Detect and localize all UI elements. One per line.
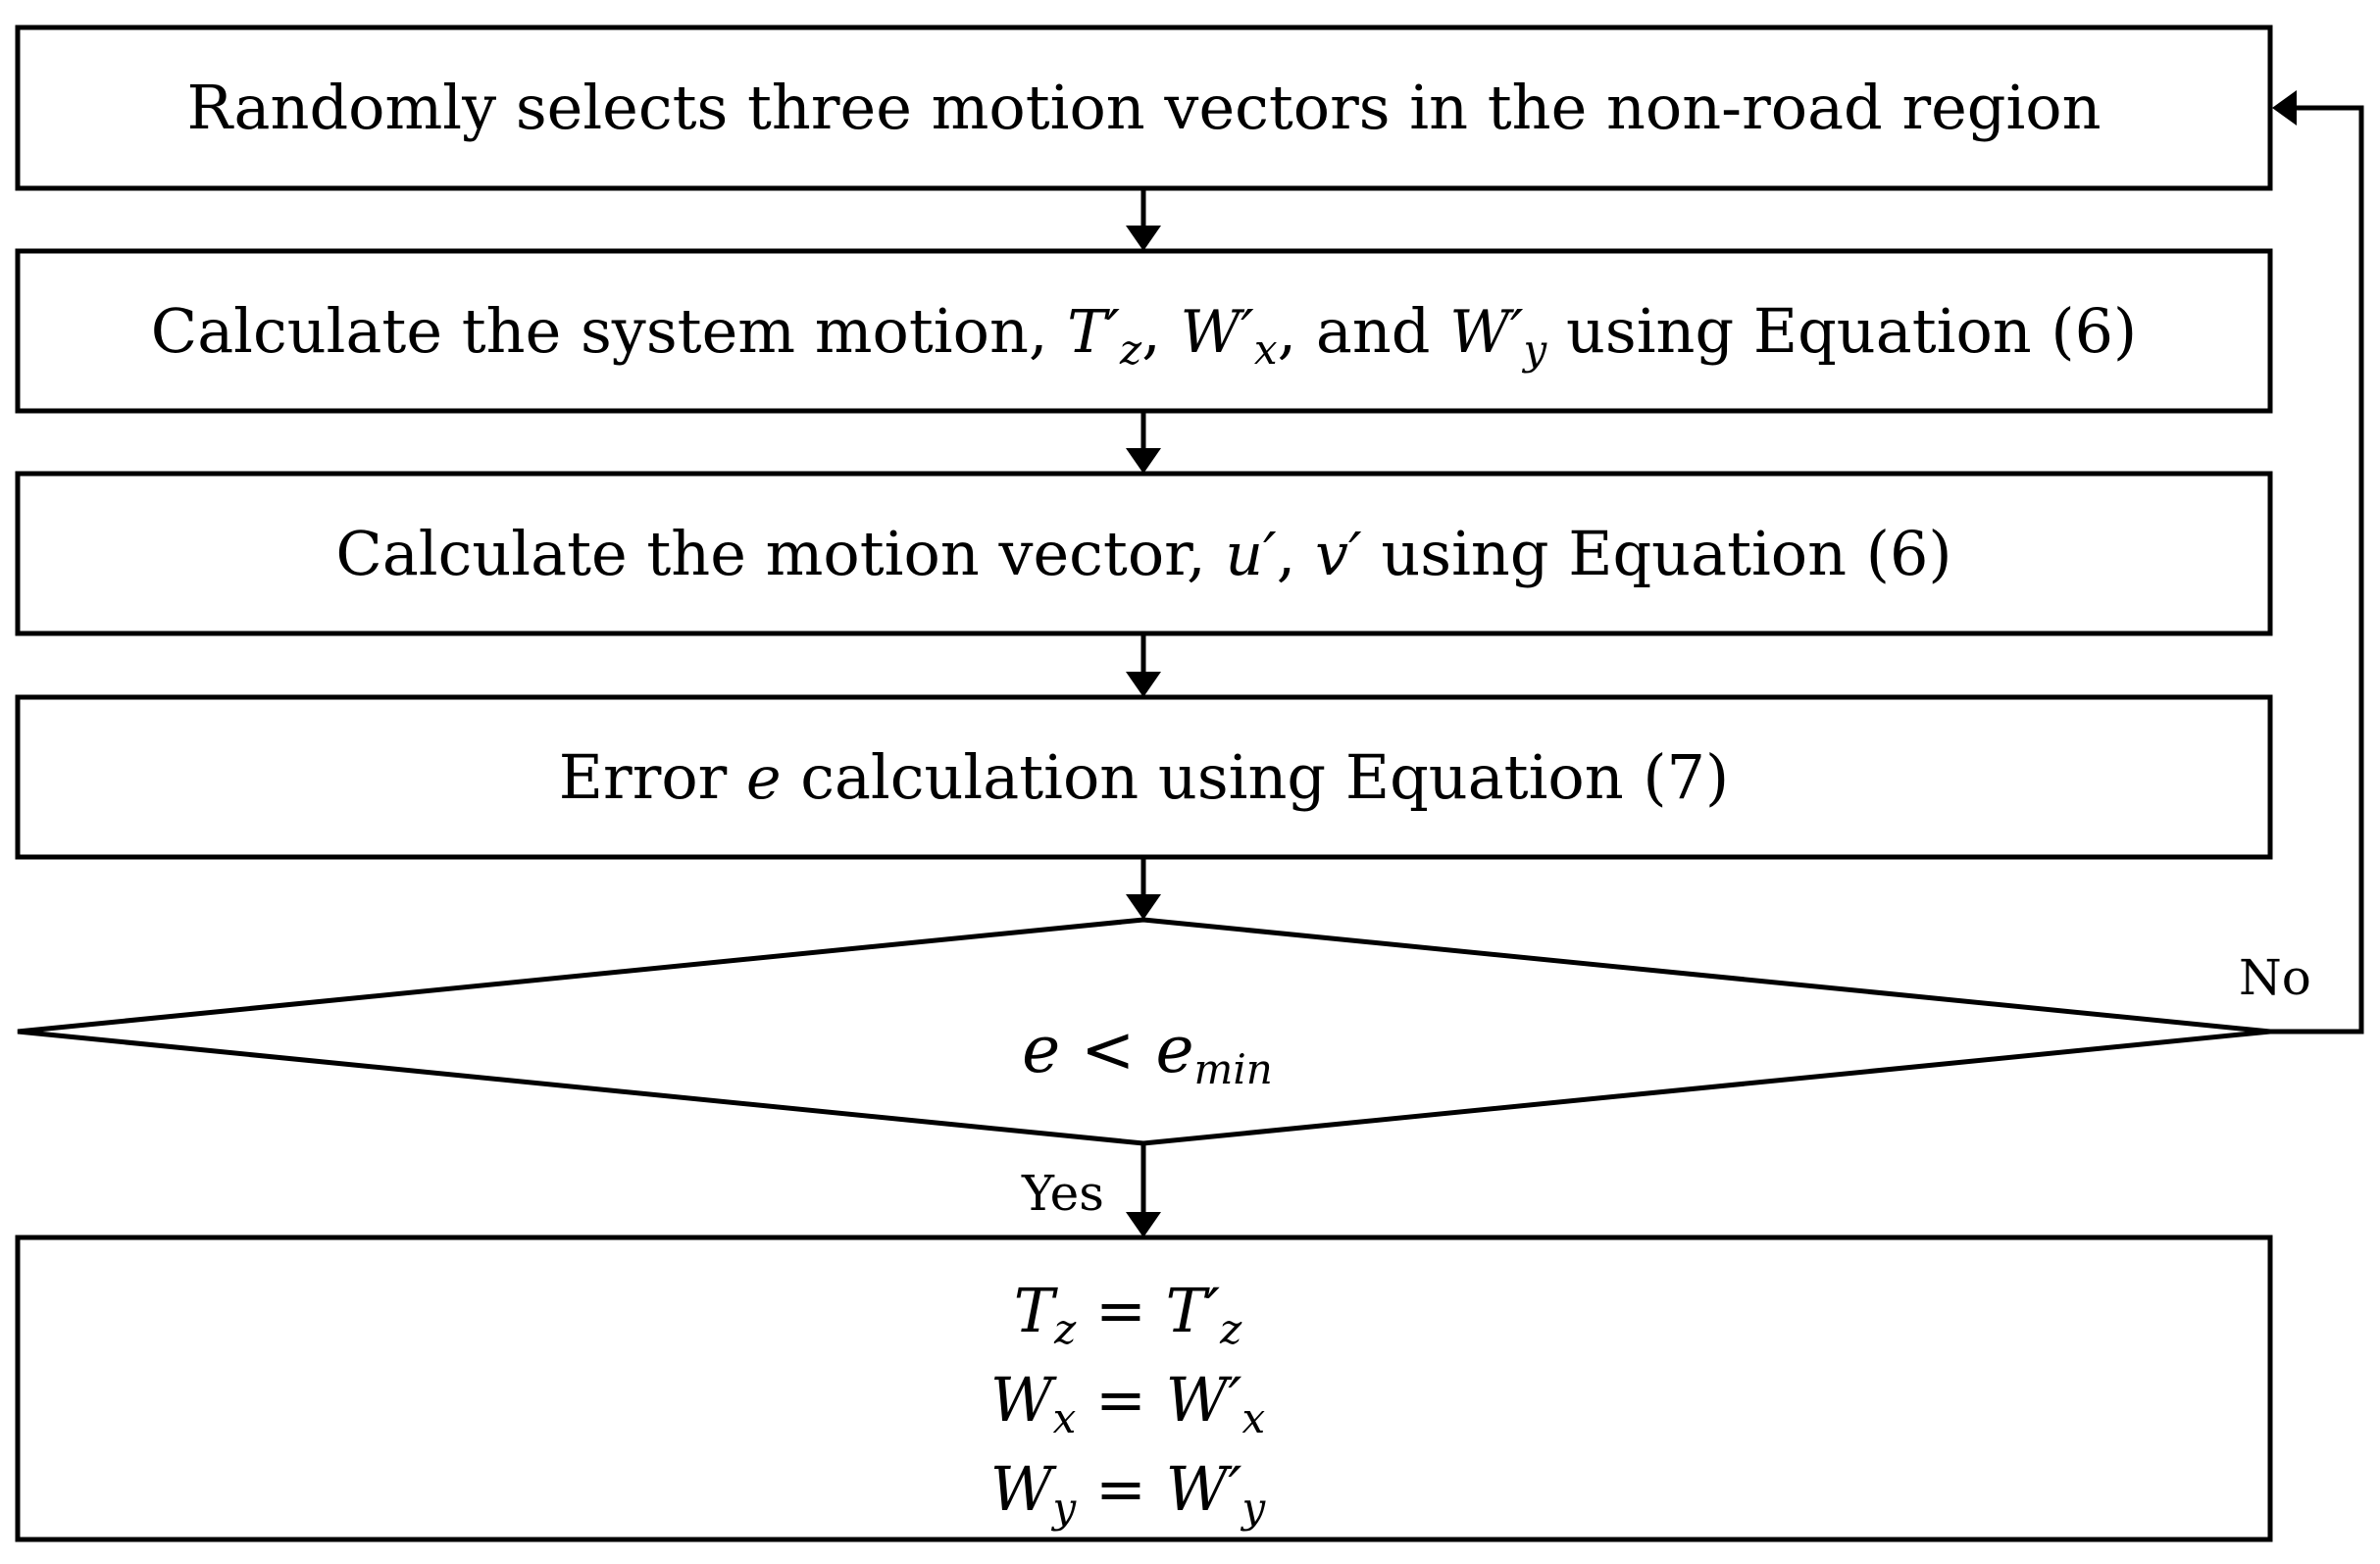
var-w-prime-y: W′y	[1449, 298, 1547, 374]
result-line-tz: Tz = T′z	[1013, 1275, 1242, 1353]
var-w-prime-x: W′x	[1180, 298, 1278, 374]
var-e: e	[746, 744, 782, 813]
result-line-wy: Wy = W′y	[989, 1453, 1266, 1532]
yes-label: Yes	[1022, 1165, 1104, 1222]
arrow-step2-to-step3	[1126, 411, 1161, 474]
step-2-label: Calculate the system motion, T′z, W′x, a…	[150, 295, 2138, 374]
step-1-label: Randomly selects three motion vectors in…	[186, 72, 2101, 143]
var-v-prime: v′	[1315, 521, 1362, 589]
step-4-label: Error e calculation using Equation (7)	[558, 741, 1730, 813]
no-label: No	[2239, 949, 2311, 1006]
arrow-step1-to-step2	[1126, 188, 1161, 251]
decision-condition: e < emin	[1022, 1012, 1273, 1093]
arrow-no-loop	[2270, 90, 2364, 1034]
arrow-step3-to-step4	[1126, 633, 1161, 697]
result-box	[15, 1235, 2273, 1542]
step-3-label: Calculate the motion vector, u′, v′ usin…	[335, 518, 1952, 589]
arrow-step4-to-decision	[1126, 857, 1161, 920]
result-line-wx: Wx = W′x	[989, 1364, 1266, 1442]
arrow-decision-to-result	[1126, 1143, 1161, 1237]
var-t-prime-z: T′z	[1067, 298, 1142, 374]
var-u-prime: u′	[1225, 521, 1277, 589]
